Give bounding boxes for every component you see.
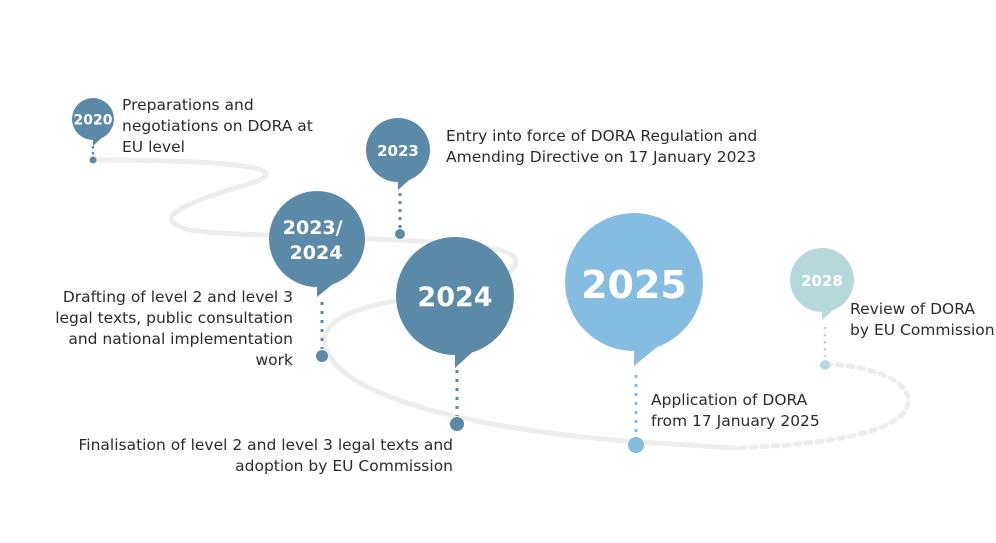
milestone-2023-2024-pin: 2023/ 2024	[269, 191, 365, 362]
milestone-2020-year: 2020	[74, 113, 113, 129]
milestone-2023-2024-label: Drafting of level 2 and level 3 legal te…	[55, 288, 293, 369]
milestone-2024-year: 2024	[417, 282, 492, 313]
milestone-2025-pin: 2025	[565, 213, 703, 453]
milestone-2023-label: Entry into force of DORA Regulation and …	[446, 127, 758, 166]
milestone-2020-label: Preparations and negotiations on DORA at…	[122, 96, 313, 156]
milestone-2023-year: 2023	[377, 142, 419, 160]
milestone-2025-year: 2025	[581, 263, 687, 307]
milestone-2025-label: Application of DORA from 17 January 2025	[651, 391, 820, 430]
milestone-2020-pin: 2020	[72, 98, 114, 164]
milestone-2023-2024-year: 2023/ 2024	[283, 217, 349, 264]
milestone-2023-pin: 2023	[366, 118, 430, 239]
milestone-2028-year: 2028	[801, 272, 843, 290]
milestone-2028-pin: 2028	[790, 248, 854, 370]
milestone-2028-label: Review of DORA by EU Commission	[850, 300, 995, 339]
timeline-road	[92, 157, 738, 451]
milestone-2024-pin: 2024	[396, 237, 514, 431]
timeline-road-future	[737, 361, 911, 451]
milestone-2024-label: Finalisation of level 2 and level 3 lega…	[78, 436, 454, 475]
